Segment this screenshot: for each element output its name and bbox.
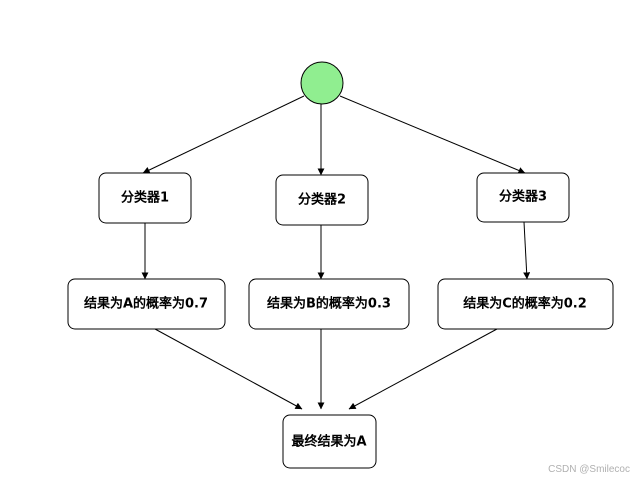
result-b-label: 结果为B的概率为0.3 — [267, 296, 391, 312]
start-node — [300, 61, 344, 105]
result-b-node: 结果为B的概率为0.3 — [248, 278, 410, 330]
final-result-node: 最终结果为A — [282, 414, 377, 469]
edge-result-a-to-final — [154, 328, 303, 410]
result-c-node: 结果为C的概率为0.2 — [437, 278, 614, 330]
final-result-label: 最终结果为A — [291, 434, 366, 450]
classifier-3-label: 分类器3 — [499, 189, 547, 205]
edge-start-to-classifier-3 — [339, 95, 526, 174]
classifier-2-label: 分类器2 — [298, 192, 346, 208]
classifier-1-node: 分类器1 — [98, 172, 192, 224]
result-a-node: 结果为A的概率为0.7 — [67, 278, 226, 330]
watermark: CSDN @Smilecoc — [548, 464, 630, 475]
result-c-label: 结果为C的概率为0.2 — [463, 296, 587, 312]
edge-classifier-3-to-result-c — [523, 221, 531, 280]
edge-start-to-classifier-1 — [142, 95, 305, 174]
classifier-3-node: 分类器3 — [476, 172, 570, 223]
edge-result-c-to-final — [348, 328, 498, 410]
classifier-1-label: 分类器1 — [121, 190, 169, 206]
result-a-label: 结果为A的概率为0.7 — [84, 296, 208, 312]
classifier-2-node: 分类器2 — [275, 174, 369, 226]
